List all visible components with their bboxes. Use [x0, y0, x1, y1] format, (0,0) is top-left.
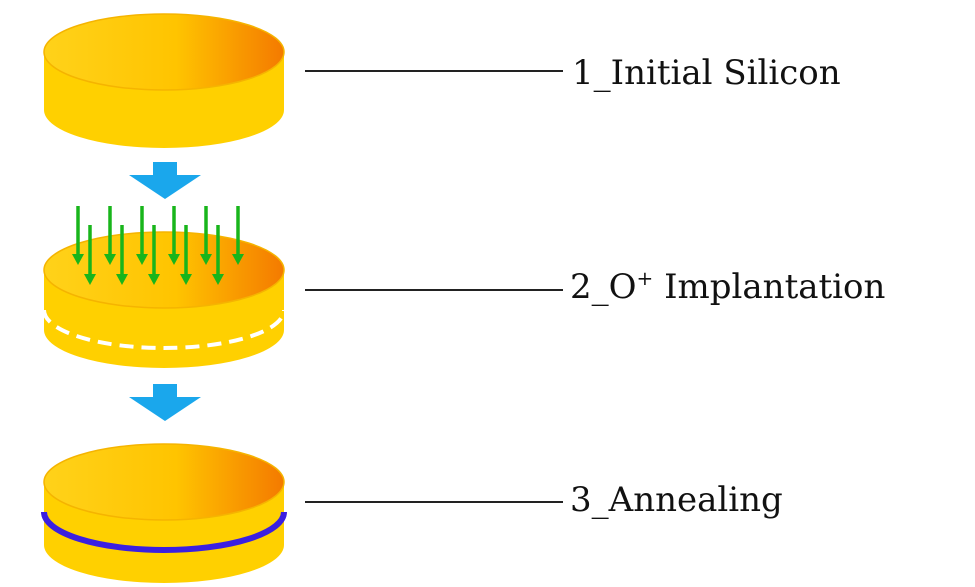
step-label-implantation: 2_O+ Implantation — [570, 266, 885, 307]
wafer-top — [43, 13, 285, 91]
ion-arrow-icon — [148, 225, 160, 285]
ion-arrow-icon — [104, 206, 116, 265]
step-label-annealing: 3_Annealing — [570, 480, 783, 520]
ion-arrow-icon — [136, 206, 148, 265]
buried-oxide-layer — [41, 511, 287, 553]
step-label-initial-silicon: 1_Initial Silicon — [572, 53, 841, 93]
ion-arrow-icon — [232, 206, 244, 265]
down-arrow-icon — [129, 162, 201, 199]
ion-arrow-icon — [168, 206, 180, 265]
ion-arrow-icon — [180, 225, 192, 285]
ion-beam — [72, 206, 244, 285]
implant-layer — [42, 309, 286, 350]
ion-arrow-icon — [84, 225, 96, 285]
ion-arrow-icon — [72, 206, 84, 265]
wafer-top — [43, 231, 285, 309]
wafer-implantation — [42, 231, 286, 368]
wafer-initial-silicon — [43, 13, 285, 148]
ion-arrow-icon — [212, 225, 224, 285]
down-arrow-icon — [129, 384, 201, 421]
ion-arrow-icon — [116, 225, 128, 285]
wafer-top — [43, 443, 285, 521]
ion-arrow-icon — [200, 206, 212, 265]
wafer-annealing — [41, 443, 287, 583]
